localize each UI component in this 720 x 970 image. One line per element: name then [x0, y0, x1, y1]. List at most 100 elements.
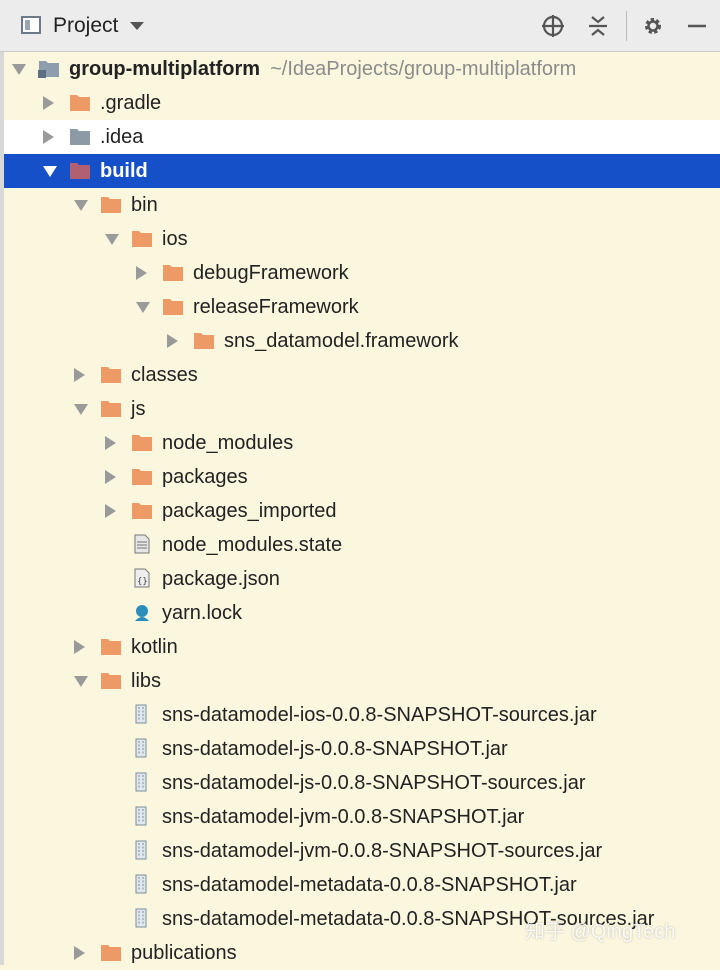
tree-item-label: yarn.lock [162, 602, 243, 624]
file-jar-icon [131, 772, 153, 792]
gear-icon[interactable] [640, 13, 666, 39]
expand-arrow-open-icon[interactable] [136, 302, 150, 313]
tree-item-label: packages [162, 466, 248, 488]
tree-item-label: debugFramework [193, 262, 349, 284]
tree-row-sns-datamodel-metadata-0-0-8-snapshot-sources-jar[interactable]: sns-datamodel-metadata-0.0.8-SNAPSHOT-so… [4, 902, 720, 936]
expand-arrow-closed-icon[interactable] [105, 470, 116, 484]
folder-orange-icon [131, 466, 153, 486]
project-view-icon[interactable] [21, 16, 41, 34]
expand-arrow-open-icon[interactable] [43, 166, 57, 177]
expand-arrow-closed-icon[interactable] [105, 436, 116, 450]
tree-item-label: sns-datamodel-js-0.0.8-SNAPSHOT.jar [162, 738, 508, 760]
tree-item-label: sns-datamodel-ios-0.0.8-SNAPSHOT-sources… [162, 704, 597, 726]
tree-row-sns-datamodel-js-0-0-8-snapshot-sources-jar[interactable]: sns-datamodel-js-0.0.8-SNAPSHOT-sources.… [4, 766, 720, 800]
tree-item-label: sns-datamodel-metadata-0.0.8-SNAPSHOT.ja… [162, 874, 577, 896]
tree-item-label: sns_datamodel.framework [224, 330, 459, 352]
tree-row-releaseframework[interactable]: releaseFramework [4, 290, 720, 324]
folder-orange-icon [100, 942, 122, 962]
tree-item-label: group-multiplatform [69, 58, 261, 80]
expand-arrow-closed-icon[interactable] [136, 266, 147, 280]
tree-row-sns-datamodel-jvm-0-0-8-snapshot-jar[interactable]: sns-datamodel-jvm-0.0.8-SNAPSHOT.jar [4, 800, 720, 834]
tree-row-libs[interactable]: libs [4, 664, 720, 698]
tree-row-node-modules[interactable]: node_modules [4, 426, 720, 460]
tree-row-js[interactable]: js [4, 392, 720, 426]
expand-arrow-closed-icon[interactable] [74, 368, 85, 382]
project-path: ~/IdeaProjects/group-multiplatform [270, 58, 577, 80]
tree-row-gradle[interactable]: .gradle [4, 86, 720, 120]
file-text-icon [131, 534, 153, 554]
tree-item-label: package.json [162, 568, 280, 590]
crosshair-icon[interactable] [540, 13, 566, 39]
tree-item-label: node_modules [162, 432, 294, 454]
folder-orange-icon [131, 228, 153, 248]
tree-row-sns-datamodel-jvm-0-0-8-snapshot-sources-jar[interactable]: sns-datamodel-jvm-0.0.8-SNAPSHOT-sources… [4, 834, 720, 868]
tree-row-kotlin[interactable]: kotlin [4, 630, 720, 664]
folder-orange-icon [193, 330, 215, 350]
folder-orange-icon [100, 364, 122, 384]
expand-arrow-closed-icon[interactable] [74, 640, 85, 654]
tree-item-label: .idea [100, 126, 144, 148]
tree-row-sns-datamodel-ios-0-0-8-snapshot-sources-jar[interactable]: sns-datamodel-ios-0.0.8-SNAPSHOT-sources… [4, 698, 720, 732]
expand-arrow-closed-icon[interactable] [43, 96, 54, 110]
tree-item-label: node_modules.state [162, 534, 343, 556]
expand-arrow-open-icon[interactable] [74, 676, 88, 687]
tree-item-label: classes [131, 364, 198, 386]
tree-row-bin[interactable]: bin [4, 188, 720, 222]
folder-orange-icon [100, 194, 122, 214]
file-jar-icon [131, 738, 153, 758]
tree-row-idea[interactable]: .idea [4, 120, 720, 154]
tree-item-label: publications [131, 942, 237, 964]
tree-item-label: libs [131, 670, 162, 692]
expand-arrow-open-icon[interactable] [74, 404, 88, 415]
expand-arrow-open-icon[interactable] [74, 200, 88, 211]
file-json-icon: {} [131, 568, 153, 588]
tree-row-sns-datamodel-metadata-0-0-8-snapshot-jar[interactable]: sns-datamodel-metadata-0.0.8-SNAPSHOT.ja… [4, 868, 720, 902]
tree-row-node-modules-state[interactable]: node_modules.state [4, 528, 720, 562]
expand-arrow-closed-icon[interactable] [74, 946, 85, 960]
tree-item-label: sns-datamodel-metadata-0.0.8-SNAPSHOT-so… [162, 908, 655, 930]
tree-row-sns-datamodel-framework[interactable]: sns_datamodel.framework [4, 324, 720, 358]
minimize-icon[interactable] [684, 13, 710, 39]
tree-item-label: build [100, 160, 148, 182]
folder-orange-icon [100, 636, 122, 656]
tree-item-label: ios [162, 228, 188, 250]
folder-orange-icon [162, 262, 184, 282]
module-icon [38, 58, 60, 78]
folder-orange-icon [162, 296, 184, 316]
file-jar-icon [131, 806, 153, 826]
expand-arrow-closed-icon[interactable] [105, 504, 116, 518]
folder-excluded-icon [69, 160, 91, 180]
tree-row-sns-datamodel-js-0-0-8-snapshot-jar[interactable]: sns-datamodel-js-0.0.8-SNAPSHOT.jar [4, 732, 720, 766]
chevron-down-icon[interactable] [130, 22, 144, 30]
file-yarn-icon [131, 602, 153, 622]
expand-arrow-open-icon[interactable] [12, 64, 26, 75]
tree-row-group-multiplatform[interactable]: group-multiplatform ~/IdeaProjects/group-… [4, 52, 720, 86]
tree-item-label: .gradle [100, 92, 162, 114]
tree-item-label: packages_imported [162, 500, 337, 522]
tree-row-ios[interactable]: ios [4, 222, 720, 256]
file-jar-icon [131, 874, 153, 894]
folder-orange-icon [100, 398, 122, 418]
folder-orange-icon [131, 432, 153, 452]
tree-row-classes[interactable]: classes [4, 358, 720, 392]
tree-row-build[interactable]: build [4, 154, 720, 188]
collapse-all-icon[interactable] [585, 13, 611, 39]
project-view-title[interactable]: Project [53, 14, 119, 37]
expand-arrow-closed-icon[interactable] [43, 130, 54, 144]
left-gutter [0, 52, 4, 965]
tree-row-publications[interactable]: publications [4, 936, 720, 970]
toolbar-divider [626, 11, 627, 41]
svg-text:{}: {} [137, 577, 148, 587]
tree-row-packages-imported[interactable]: packages_imported [4, 494, 720, 528]
tree-item-label: kotlin [131, 636, 178, 658]
watermark-text: 知乎 @QingTech [525, 921, 676, 943]
expand-arrow-closed-icon[interactable] [167, 334, 178, 348]
tree-row-package-json[interactable]: {} package.json [4, 562, 720, 596]
tree-item-label: js [131, 398, 146, 420]
file-jar-icon [131, 840, 153, 860]
tree-row-debugframework[interactable]: debugFramework [4, 256, 720, 290]
tree-row-yarn-lock[interactable]: yarn.lock [4, 596, 720, 630]
tree-item-label: sns-datamodel-jvm-0.0.8-SNAPSHOT.jar [162, 806, 525, 828]
tree-row-packages[interactable]: packages [4, 460, 720, 494]
expand-arrow-open-icon[interactable] [105, 234, 119, 245]
